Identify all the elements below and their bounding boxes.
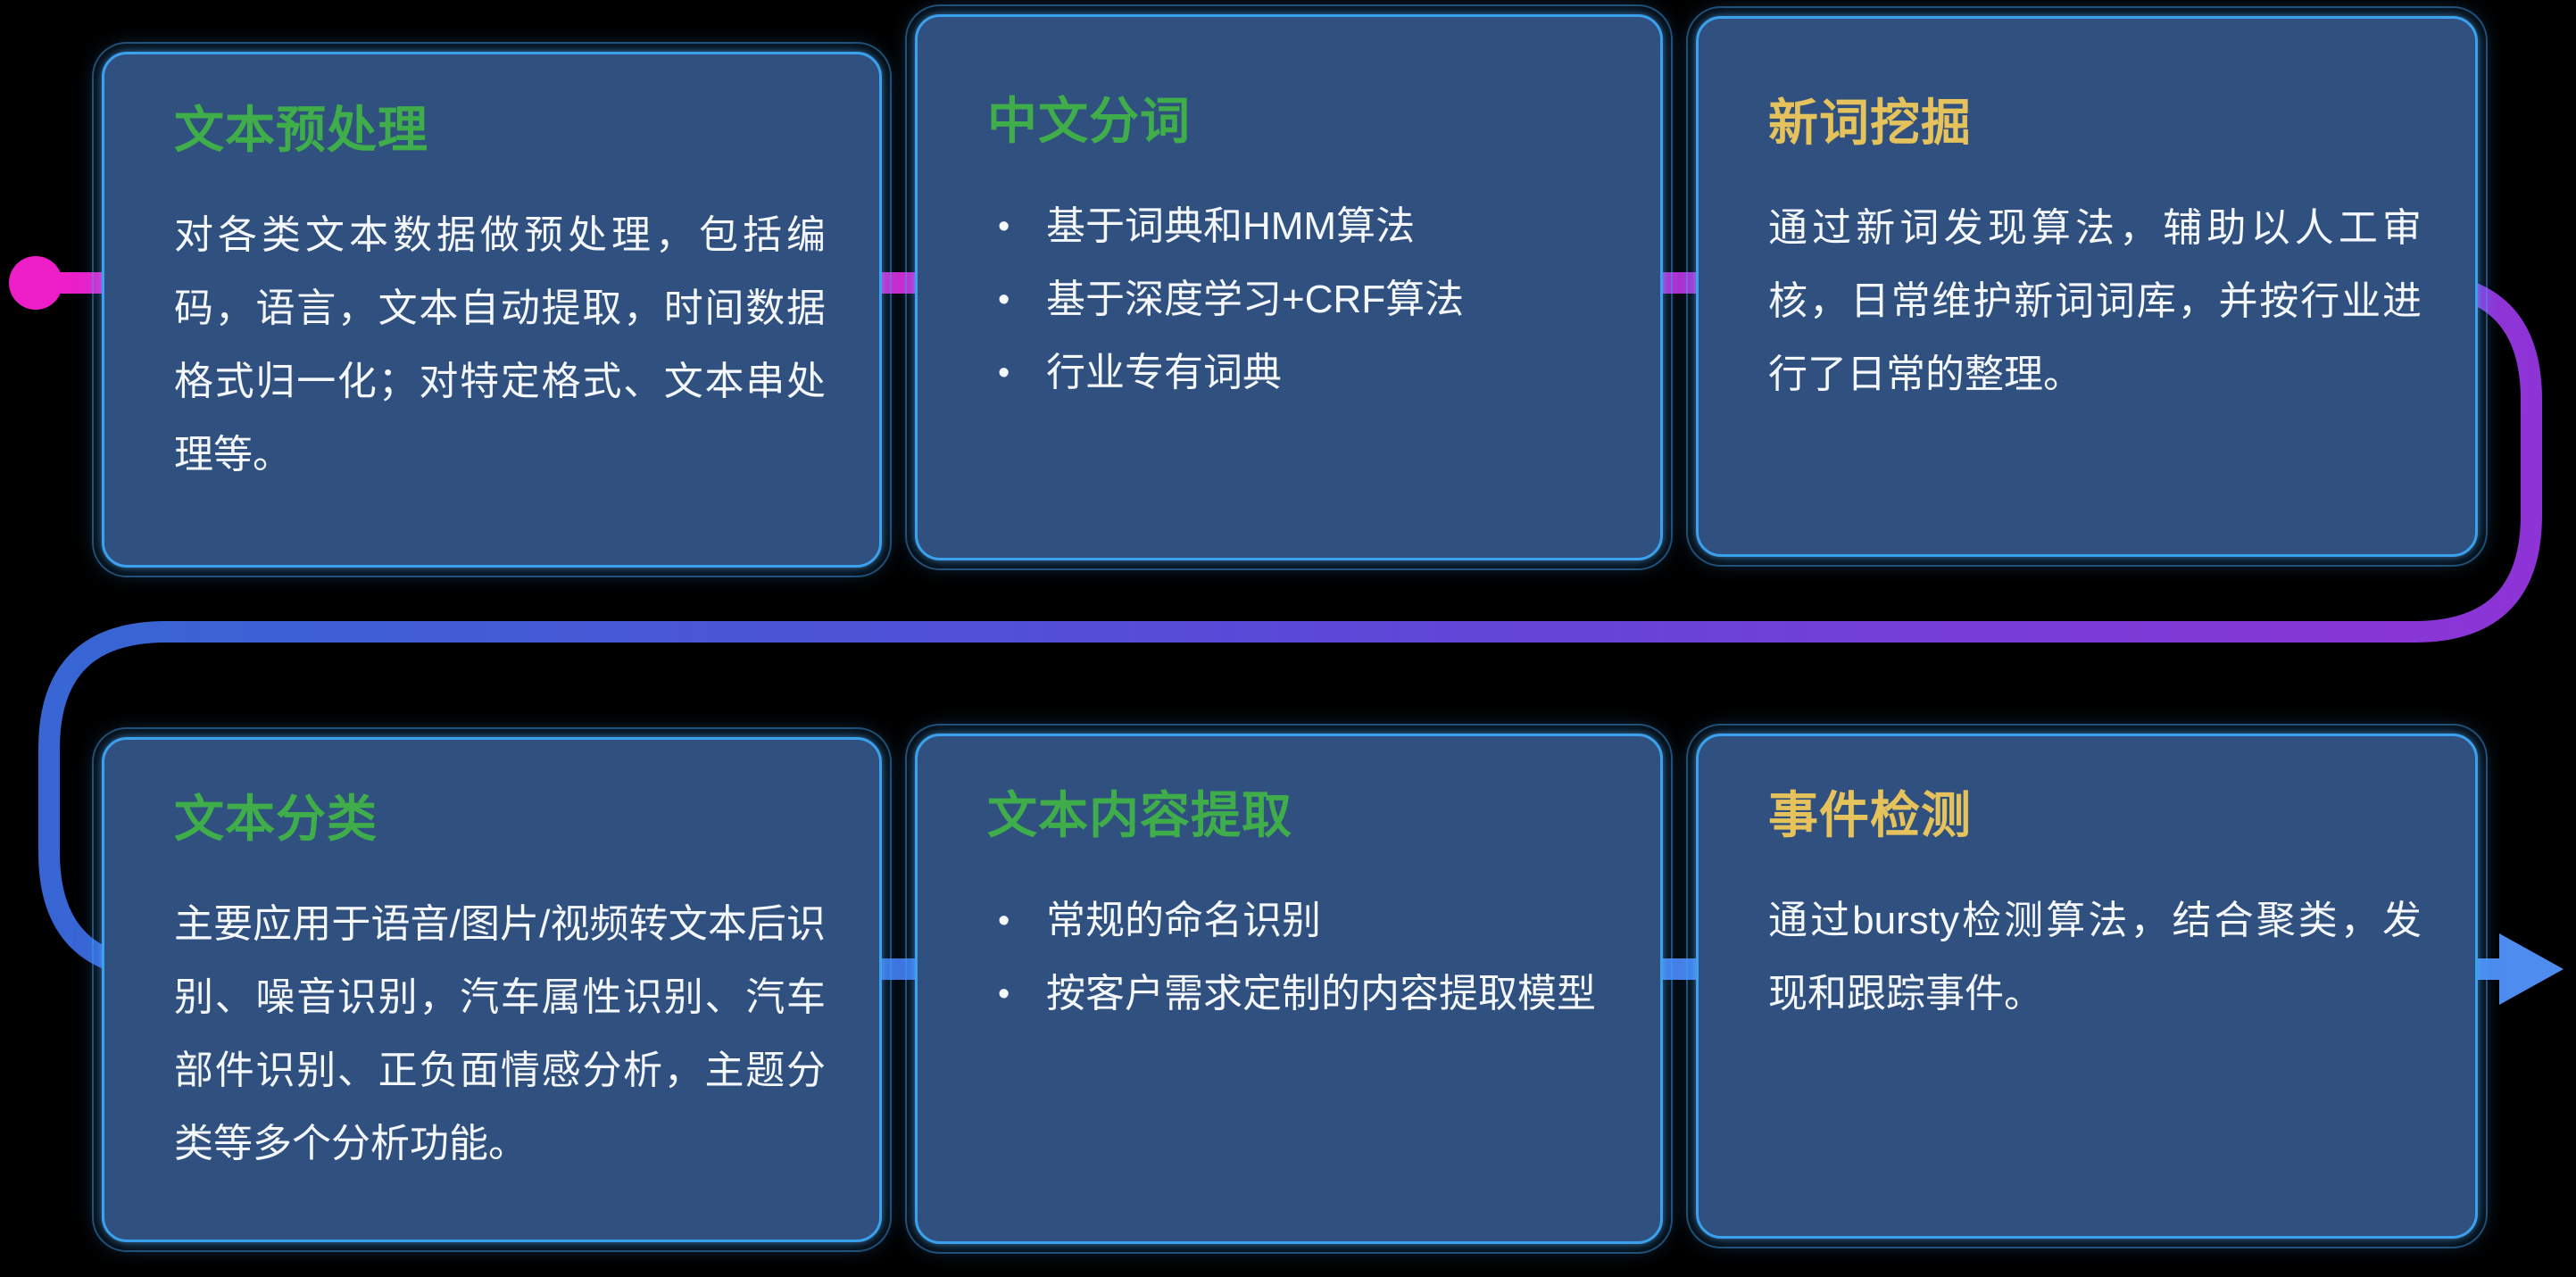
card-text-classification: 文本分类 主要应用于语音/图片/视频转文本后识别、噪音识别，汽车属性识别、汽车部… xyxy=(92,727,892,1252)
bullet-item: 按客户需求定制的内容提取模型 xyxy=(987,958,1607,1031)
card-title-text-classification: 文本分类 xyxy=(174,791,378,847)
bullet-item: 行业专有词典 xyxy=(987,336,1607,410)
card-title-new-word-mining: 新词挖掘 xyxy=(1768,95,1972,151)
card-title-text-preprocessing: 文本预处理 xyxy=(174,102,428,158)
start-dot xyxy=(9,256,62,310)
bullet-item: 常规的命名识别 xyxy=(987,884,1607,958)
card-body-new-word-mining: 通过新词发现算法，辅助以人工审核，日常维护新词词库，并按行业进行了日常的整理。 xyxy=(1768,206,2422,396)
bullet-item: 基于深度学习+CRF算法 xyxy=(987,263,1607,336)
card-title-event-detection: 事件检测 xyxy=(1768,787,1972,843)
bullet-item: 基于词典和HMM算法 xyxy=(987,190,1607,263)
card-event-detection: 事件检测 通过bursty检测算法，结合聚类，发现和跟踪事件。 xyxy=(1686,724,2488,1248)
card-text-preprocessing: 文本预处理 对各类文本数据做预处理，包括编码，语言，文本自动提取，时间数据格式归… xyxy=(92,42,892,577)
card-new-word-mining: 新词挖掘 通过新词发现算法，辅助以人工审核，日常维护新词词库，并按行业进行了日常… xyxy=(1686,6,2488,567)
card-body-event-detection: 通过bursty检测算法，结合聚类，发现和跟踪事件。 xyxy=(1768,899,2422,1016)
bullet-list-text-content-extraction: 常规的命名识别 按客户需求定制的内容提取模型 xyxy=(987,884,1607,1031)
card-body-text-classification: 主要应用于语音/图片/视频转文本后识别、噪音识别，汽车属性识别、汽车部件识别、正… xyxy=(174,902,826,1165)
card-body-text-preprocessing: 对各类文本数据做预处理，包括编码，语言，文本自动提取，时间数据格式归一化；对特定… xyxy=(174,213,826,477)
card-text-content-extraction: 文本内容提取 常规的命名识别 按客户需求定制的内容提取模型 xyxy=(905,724,1673,1254)
flow-segment-middle xyxy=(38,410,2542,980)
bullet-list-chinese-word-segmentation: 基于词典和HMM算法 基于深度学习+CRF算法 行业专有词典 xyxy=(987,190,1607,410)
card-chinese-word-segmentation: 中文分词 基于词典和HMM算法 基于深度学习+CRF算法 行业专有词典 xyxy=(905,4,1673,570)
card-title-chinese-word-segmentation: 中文分词 xyxy=(987,93,1191,149)
card-title-text-content-extraction: 文本内容提取 xyxy=(987,787,1292,843)
end-arrow-icon xyxy=(2499,933,2564,1005)
